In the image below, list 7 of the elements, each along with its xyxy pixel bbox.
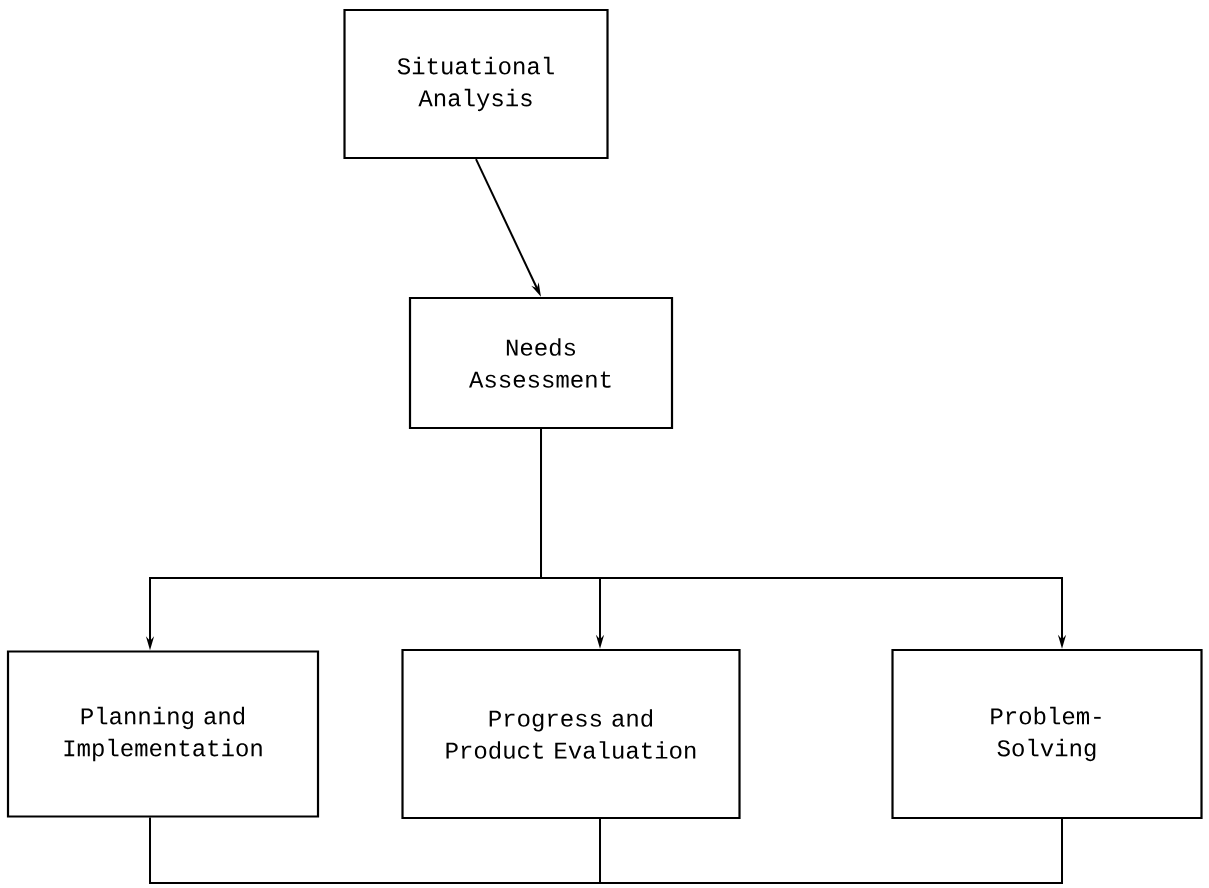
connector bbox=[149, 816, 572, 884]
process-box: Problem-Solving bbox=[891, 648, 1203, 820]
process-box: Situational Analysis bbox=[343, 8, 609, 160]
process-box: Needs Assessment bbox=[408, 296, 674, 430]
connector bbox=[570, 818, 1063, 884]
process-box: Planning and Implementation bbox=[6, 650, 320, 818]
process-box: Progress and Product Evaluation bbox=[401, 648, 741, 820]
